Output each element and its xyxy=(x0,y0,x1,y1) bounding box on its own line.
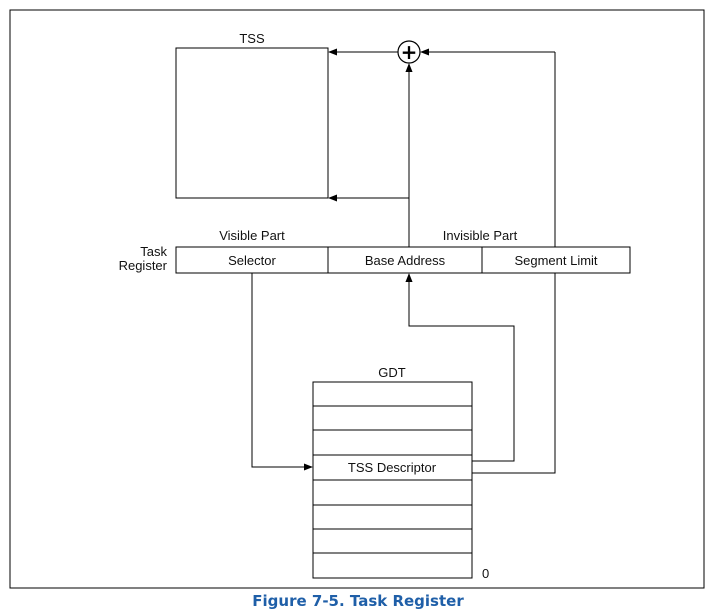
gdt-table: TSS Descriptor xyxy=(312,381,473,579)
adder-symbol: + xyxy=(401,40,418,64)
gdt-label: GDT xyxy=(378,365,406,380)
line-descriptor-to-limit xyxy=(472,273,556,474)
register-field-segment-limit: Segment Limit xyxy=(514,253,597,268)
gdt-index-zero: 0 xyxy=(482,566,489,581)
invisible-part-label: Invisible Part xyxy=(443,228,518,243)
register-field-limit-box xyxy=(481,246,631,274)
task-register-label-line1: Task xyxy=(140,244,167,259)
task-register-label-line2: Register xyxy=(119,258,168,273)
tss-label: TSS xyxy=(239,31,265,46)
register-field-selector: Selector xyxy=(228,253,276,268)
arrow-descriptor-to-base xyxy=(405,273,515,462)
register-field-base-address: Base Address xyxy=(365,253,446,268)
gdt-entry-tss-descriptor: TSS Descriptor xyxy=(348,460,437,475)
arrow-selector-to-descriptor xyxy=(251,273,313,471)
task-register: Selector Base Address Segment Limit xyxy=(175,246,631,274)
figure-frame xyxy=(9,9,705,589)
tss-box xyxy=(175,47,329,199)
visible-part-label: Visible Part xyxy=(219,228,285,243)
figure-caption: Figure 7-5. Task Register xyxy=(252,592,464,610)
